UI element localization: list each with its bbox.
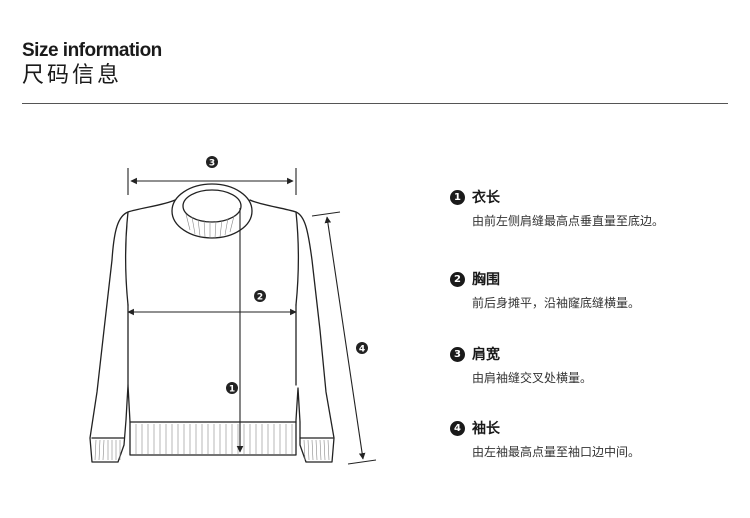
- neckline-inner: [182, 189, 242, 223]
- ribbing: [94, 213, 330, 461]
- item-description: 由左袖最高点量至袖口边中间。: [472, 445, 641, 459]
- item-description: 前后身摊平，沿袖窿底缝横量。: [472, 296, 641, 310]
- marker-3: 3: [209, 159, 215, 169]
- item-title: 袖长: [472, 421, 500, 437]
- legend-item-sleeve: 4 袖长 由左袖最高点量至袖口边中间。: [450, 417, 640, 460]
- marker-4: 4: [359, 345, 365, 355]
- number-badge: 1: [450, 189, 465, 205]
- number-badge: 3: [450, 346, 465, 362]
- item-description: 由肩袖缝交叉处横量。: [472, 371, 593, 385]
- legend-item-shoulder: 3 肩宽 由肩袖缝交叉处横量。: [450, 343, 592, 386]
- page-header: Size information 尺码信息: [22, 40, 162, 90]
- item-title: 胸围: [472, 272, 500, 288]
- item-title: 衣长: [472, 190, 500, 206]
- number-badge: 2: [450, 271, 465, 287]
- item-title: 肩宽: [472, 347, 500, 363]
- title-chinese: 尺码信息: [22, 63, 123, 88]
- marker-2: 2: [257, 293, 263, 303]
- item-description: 由前左侧肩缝最高点垂直量至底边。: [472, 214, 665, 228]
- title-english: Size information: [22, 40, 162, 61]
- legend-item-length: 1 衣长 由前左侧肩缝最高点垂直量至底边。: [450, 186, 664, 229]
- header-divider: [22, 103, 728, 104]
- marker-1: 1: [229, 385, 235, 395]
- legend-item-chest: 2 胸围 前后身摊平，沿袖窿底缝横量。: [450, 268, 640, 311]
- diagram-markers: 3 2 1 4: [206, 156, 368, 395]
- number-badge: 4: [450, 420, 465, 436]
